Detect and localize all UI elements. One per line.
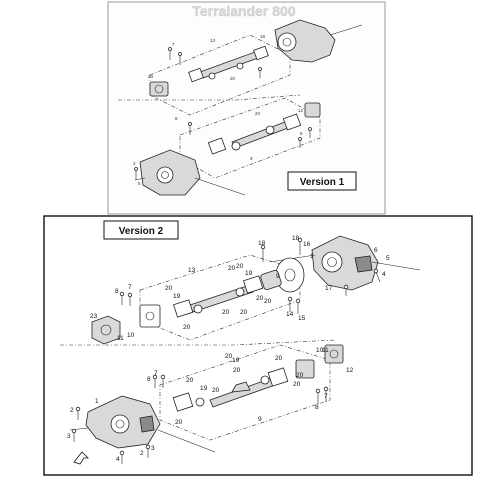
v2-callout: 8	[315, 404, 319, 411]
v2-callout: 20	[186, 377, 194, 384]
v2-callout: 19	[173, 293, 181, 300]
v1-callout: 9	[250, 156, 253, 161]
v2-callout: 18	[258, 240, 266, 247]
v1-callout: 8	[175, 116, 178, 121]
v2-front-gearbox	[69, 395, 216, 453]
v2-callout: 4	[116, 456, 120, 463]
v2-callout: 14	[286, 311, 294, 318]
v1-fasteners	[134, 47, 312, 180]
v2-callout: 8	[147, 376, 151, 383]
v1-callout: 5	[138, 181, 141, 186]
v2-callout: 20	[222, 309, 230, 316]
v2-callout: 13	[188, 267, 196, 274]
v2-callout: 23	[90, 313, 98, 320]
version-1-panel: Terralander 800	[107, 1, 386, 215]
version-2-label-box	[103, 220, 179, 240]
v2-callout: 20	[175, 419, 183, 426]
v2-top-shaft	[173, 269, 282, 318]
v1-callout: 2	[133, 161, 136, 166]
v2-callout: 20	[275, 355, 283, 362]
v2-callout: 7	[154, 370, 158, 377]
v2-callouts-top: 18 16 18 5 6 1 4 17 9 8 13 20 19 20 20 7…	[90, 235, 390, 342]
version-2-panel: Version 2	[43, 215, 473, 476]
v2-callout: 20	[225, 353, 233, 360]
v1-callout: 8	[300, 131, 303, 136]
v1-flange-left	[149, 81, 169, 97]
v1-callout: 18	[260, 34, 266, 39]
v2-callout: 20	[183, 324, 191, 331]
v2-flange-left	[91, 304, 161, 345]
v2-callout: 9	[276, 273, 280, 280]
v2-callout: 20	[212, 387, 220, 394]
v2-callout: 20	[236, 263, 244, 270]
v2-callout: 20	[233, 367, 241, 374]
v1-callout: 12	[298, 108, 304, 113]
version-2-label: Version 2	[119, 226, 164, 237]
v2-callout: 20	[293, 381, 301, 388]
v2-callout: 11	[322, 347, 329, 354]
v2-callout: 1	[310, 253, 314, 260]
v2-rear-gearbox	[269, 235, 421, 291]
v2-callout: 16	[303, 241, 311, 248]
v2-fasteners	[71, 237, 381, 464]
v2-callout: 19	[200, 385, 208, 392]
v2-callout: 3	[67, 433, 71, 440]
v2-callout: 18	[292, 235, 300, 242]
v2-callout: 17	[325, 285, 333, 292]
front-direction-arrow-icon	[73, 451, 89, 465]
v2-callout: 2	[70, 407, 74, 414]
v1-callout: 23	[148, 74, 154, 79]
v1-callouts: 7 13 18 23 20 12 8 20 8 9 2 5	[133, 34, 304, 186]
v1-callout: 20	[255, 111, 261, 116]
v1-front-gearbox	[134, 149, 246, 196]
v2-callout: 8	[115, 288, 119, 295]
v2-callout: 7	[324, 393, 328, 400]
v2-callout: 7	[128, 284, 132, 291]
version-1-label-box	[287, 171, 357, 191]
v2-callout: 4	[382, 271, 386, 278]
v1-top-shaft	[188, 45, 269, 83]
v2-callout: 15	[298, 315, 306, 322]
v1-callout: 20	[230, 76, 236, 81]
v2-callout: 20	[228, 265, 236, 272]
v2-callout: 6	[374, 247, 378, 254]
v2-callout: 19	[232, 357, 240, 364]
v2-callout: 3	[151, 445, 155, 452]
title-watermark: Terralander 800	[192, 3, 295, 19]
v1-bottom-shaft	[207, 102, 321, 155]
v2-callout: 20	[256, 295, 264, 302]
v2-callout: 10	[127, 332, 135, 339]
v2-callout: 1	[95, 398, 99, 405]
v2-callout: 12	[346, 367, 354, 374]
v2-callout: 11	[117, 335, 124, 342]
v2-callout: 19	[245, 270, 253, 277]
v2-callout: 2	[140, 450, 144, 457]
v2-brake-disc	[275, 257, 305, 293]
v2-callout: 20	[264, 298, 272, 305]
v1-callout: 13	[210, 38, 216, 43]
v2-callout: 20	[296, 372, 304, 379]
v2-callout: 20	[240, 309, 248, 316]
v1-rear-gearbox	[274, 19, 363, 63]
v1-callout: 7	[172, 42, 175, 47]
v2-callout: 5	[386, 255, 390, 262]
v2-callout: 20	[165, 285, 173, 292]
v2-callout: 9	[258, 416, 262, 423]
v2-bottom-shaft	[172, 344, 344, 412]
v2-callout: 10	[316, 347, 324, 354]
v2-callouts-bottom: 10 11 12 20 20 19 20 8 7 20 19 20 20 20 …	[67, 347, 354, 463]
version-1-label: Version 1	[300, 177, 345, 188]
